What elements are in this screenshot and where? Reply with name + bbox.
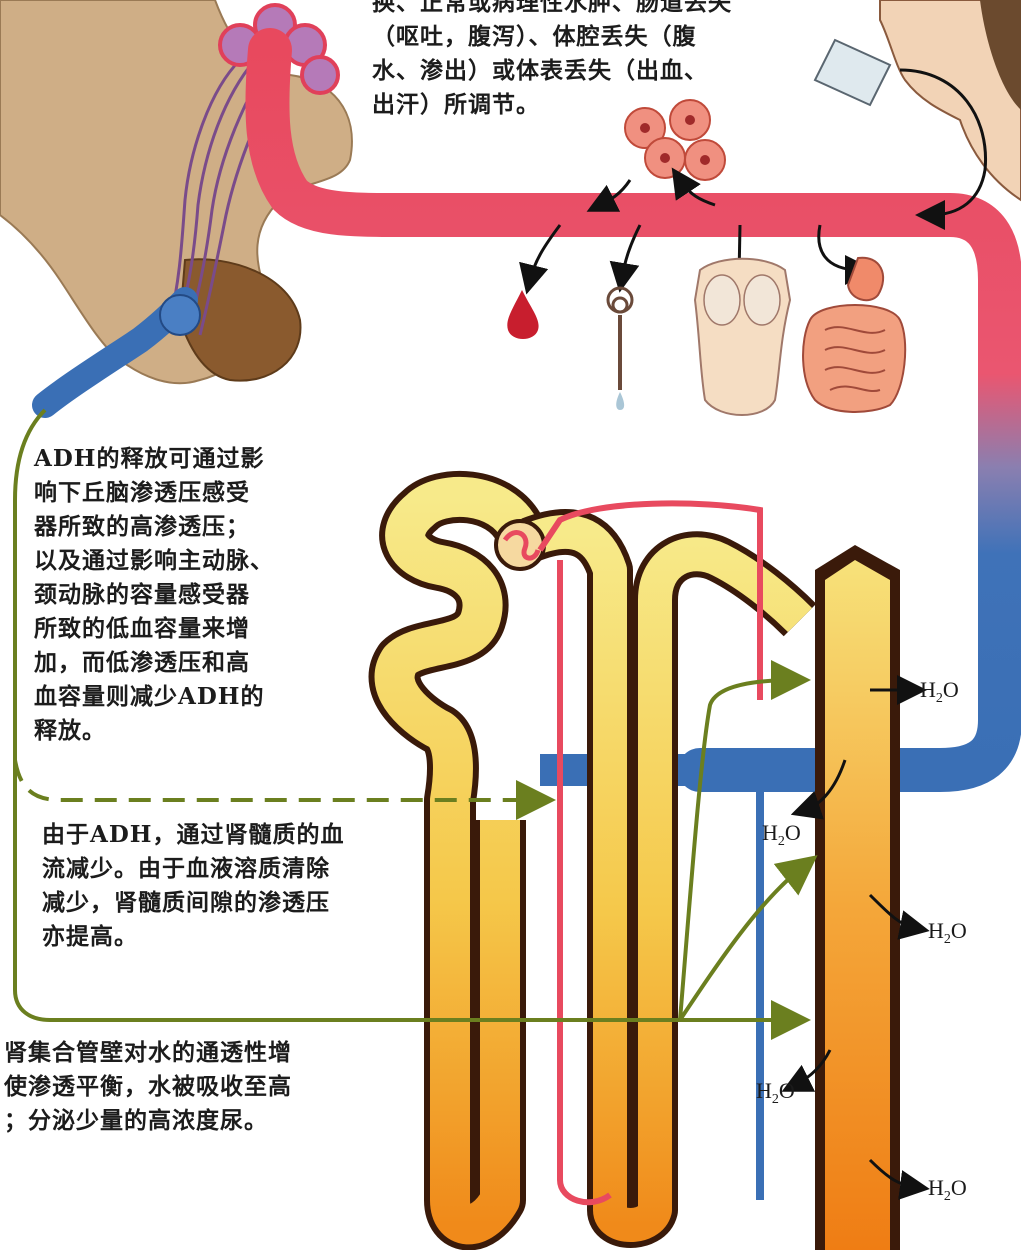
blood-drop-icon xyxy=(507,290,538,339)
caption-medulla-flow: 由于ADH，通过肾髓质的血 流减少。由于血液溶质清除 减少，肾髓质间隙的渗透压 … xyxy=(42,818,422,954)
nephron-icon xyxy=(395,497,800,1225)
drinking-woman-icon xyxy=(815,0,1021,215)
h2o-label-5: H2O xyxy=(928,1175,967,1204)
h2o-label-1: H2O xyxy=(920,677,959,706)
torso-icon xyxy=(695,259,790,415)
intestines-icon xyxy=(803,258,905,412)
h2o-label-4: H2O xyxy=(756,1078,795,1107)
h2o-label-3: H2O xyxy=(928,918,967,947)
caption-adh-release: ADH的释放可通过影 响下丘脑渗透压感受 器所致的高渗透压； 以及通过影响主动脉… xyxy=(34,442,319,748)
collecting-duct-icon xyxy=(815,545,900,1250)
h2o-label-2: H2O xyxy=(762,820,801,849)
sweat-gland-icon xyxy=(608,288,632,410)
caption-water-loss: 换、正常或病理性水肿、肠道丢失 （呕吐，腹泻）、体腔丢失（腹 水、渗出）或体表丢… xyxy=(372,0,812,122)
caption-collecting-duct: 肾集合管壁对水的通透性增 使渗透平衡，水被吸收至高 ；分泌少量的高浓度尿。 xyxy=(4,1036,404,1138)
